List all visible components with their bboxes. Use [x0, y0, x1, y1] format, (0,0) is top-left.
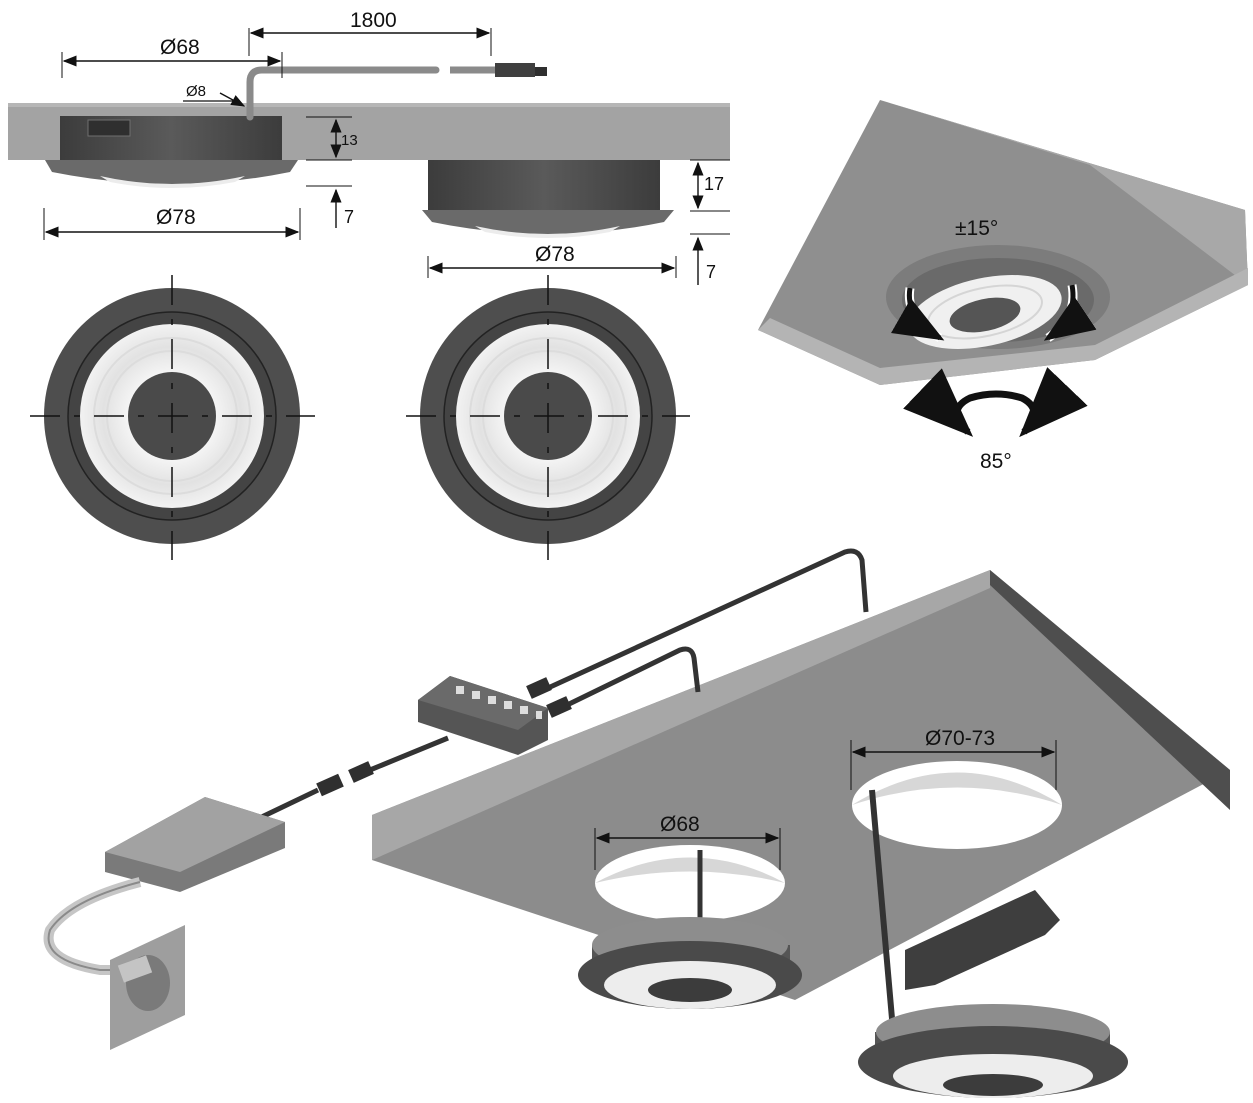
dim-cable-diameter: Ø8 — [186, 83, 206, 100]
cable-side — [246, 66, 440, 121]
dim-cable-length: 1800 — [350, 9, 397, 32]
dim-cutout-small: Ø68 — [660, 813, 700, 836]
dim-lens-height-left: 7 — [344, 207, 354, 227]
dim-diameter-flange-left: Ø78 — [156, 206, 196, 229]
dim-cutout-large: Ø70-73 — [925, 727, 995, 750]
dim-rotation-angle: 85° — [980, 450, 1012, 473]
fixture-installed-right — [858, 1004, 1128, 1098]
front-view-right — [406, 275, 690, 560]
mounting-panel-3d — [372, 570, 1230, 1000]
dim-height-recessed: 17 — [704, 174, 724, 194]
connector-plug-side — [495, 63, 535, 77]
recessed-fixture-housing — [428, 160, 660, 212]
dim-diameter-flange-right: Ø78 — [535, 243, 575, 266]
recessed-fixture-flange — [422, 210, 674, 234]
front-view-left — [30, 275, 315, 560]
cutout-small — [595, 845, 785, 921]
installation-view: Ø70-73 Ø68 — [43, 548, 1230, 1098]
dim-diameter-top: Ø68 — [160, 36, 200, 59]
fixture-installed-left — [578, 917, 802, 1009]
surface-fixture-flange — [45, 160, 298, 184]
dim-lens-height-right: 7 — [706, 262, 716, 282]
side-view: 1800 Ø68 Ø8 13 7 Ø78 17 7 Ø78 — [8, 9, 730, 285]
dim-height-surface: 13 — [341, 132, 358, 149]
tilt-rotation-view: ±15° 85° — [758, 100, 1248, 473]
dim-tilt-angle: ±15° — [955, 217, 998, 240]
